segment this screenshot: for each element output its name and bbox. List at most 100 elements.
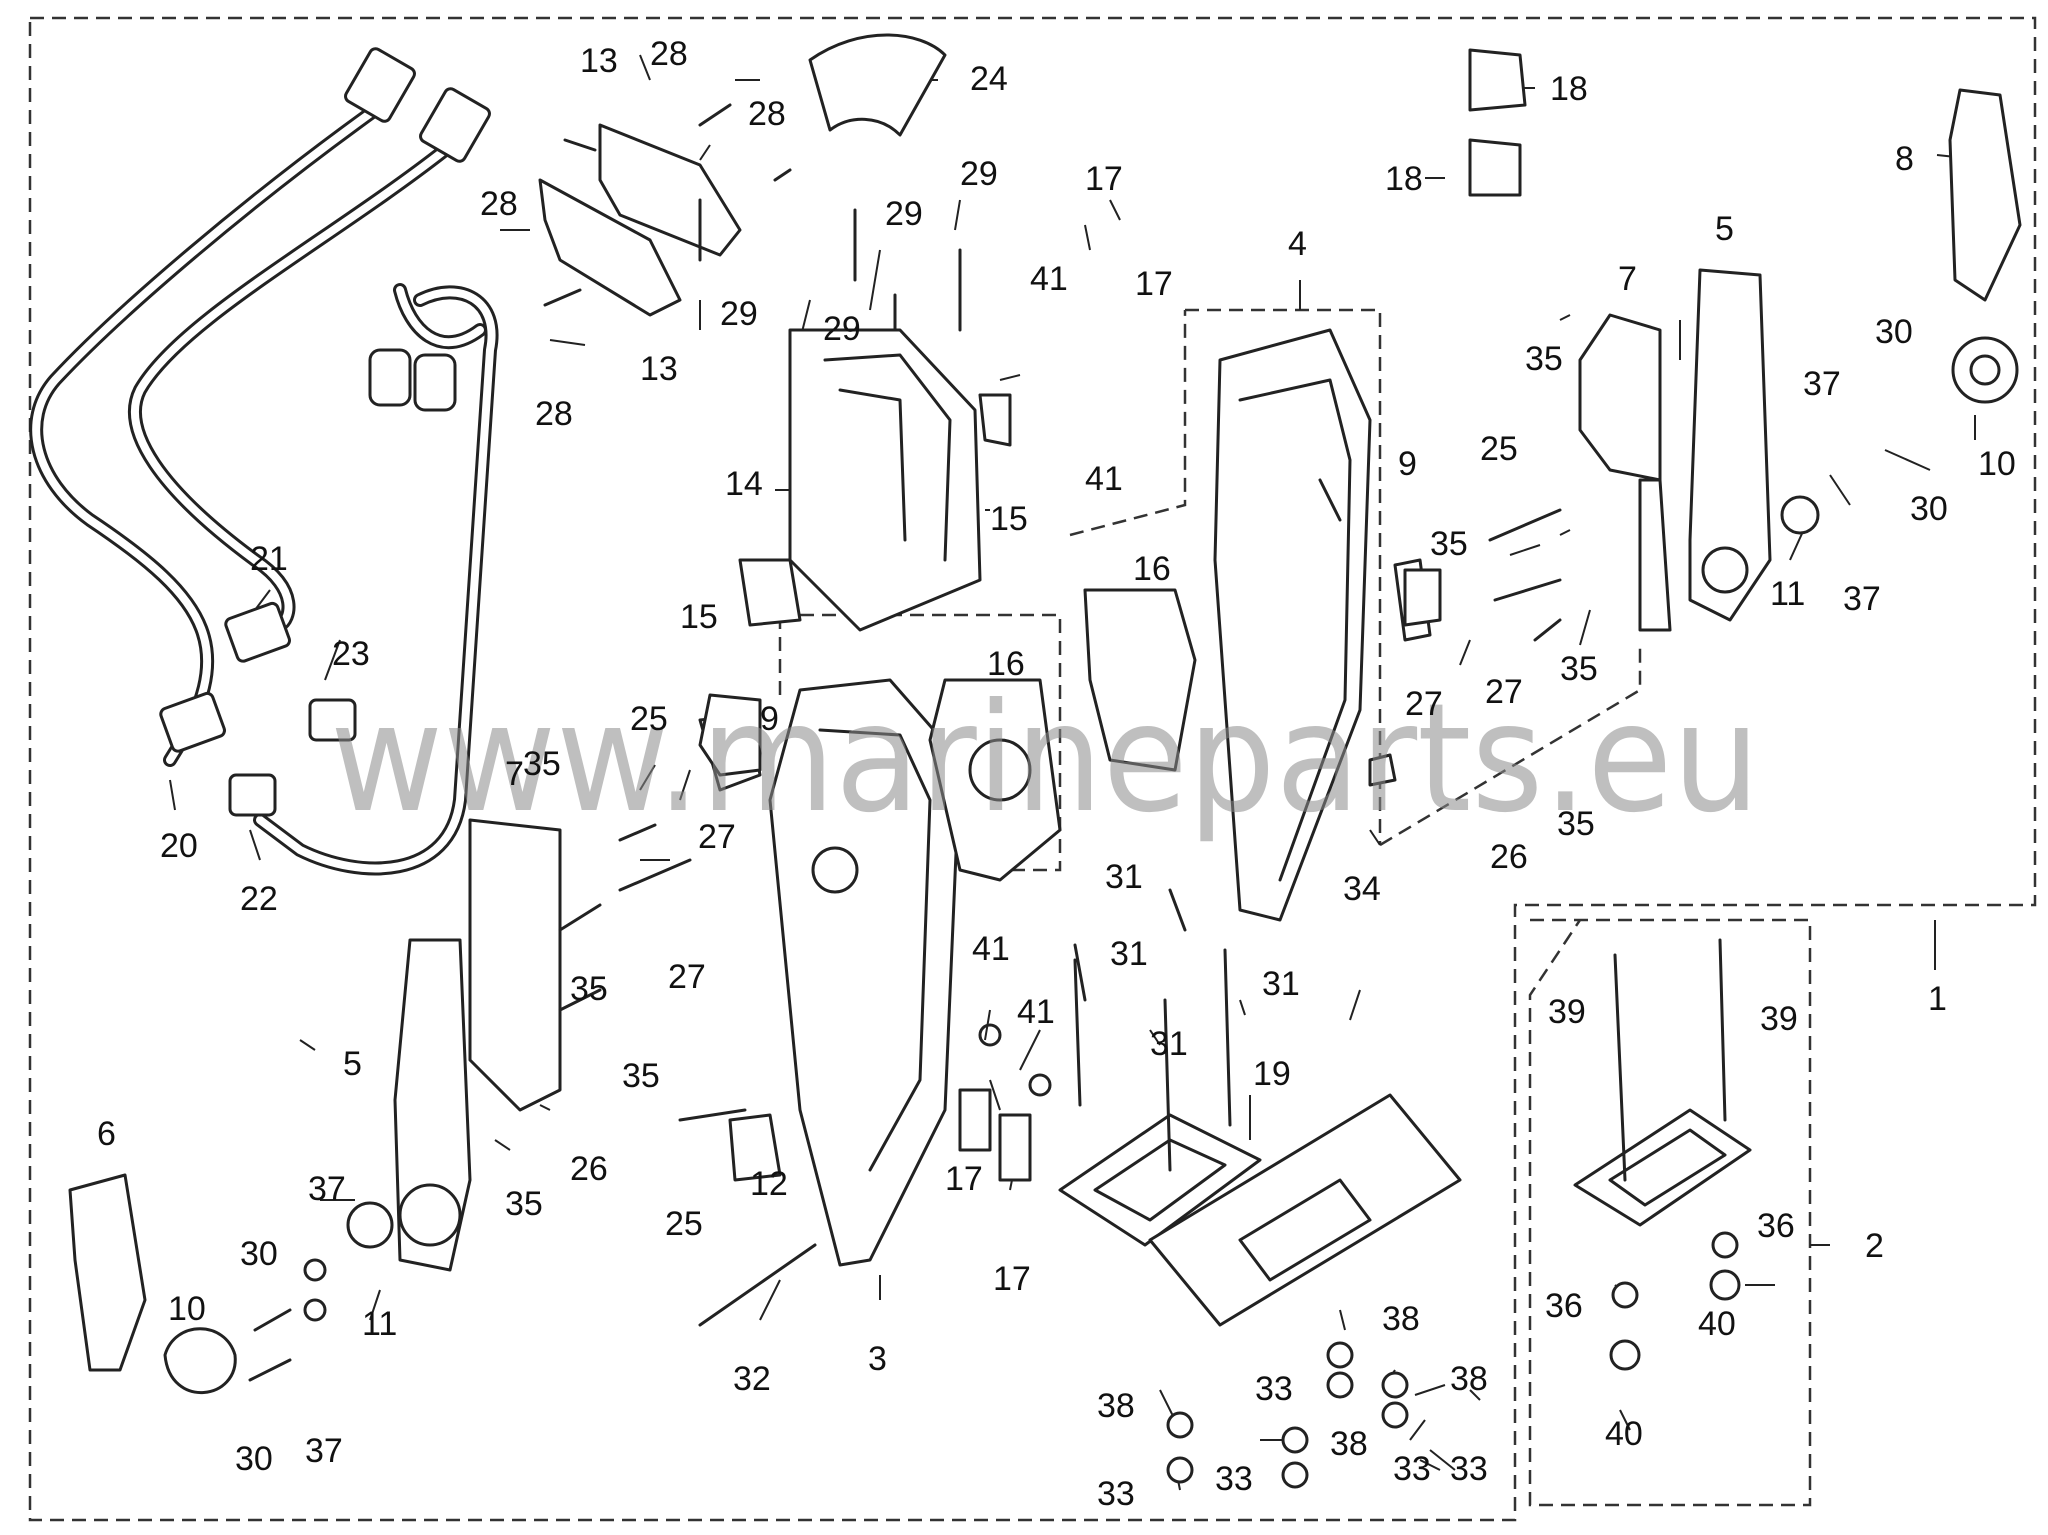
callout-31: 31 <box>1105 858 1143 896</box>
callout-32: 32 <box>733 1360 771 1398</box>
callout-13: 13 <box>640 350 678 388</box>
leader-lines <box>169 54 1976 1491</box>
callout-5: 5 <box>1715 210 1734 248</box>
callout-38: 38 <box>1330 1425 1368 1463</box>
callout-34: 34 <box>1343 870 1381 908</box>
callout-10: 10 <box>168 1290 206 1328</box>
callout-29: 29 <box>720 295 758 333</box>
callout-25: 25 <box>1480 430 1518 468</box>
callout-27: 27 <box>698 818 736 856</box>
callout-40: 40 <box>1605 1415 1643 1453</box>
callout-40: 40 <box>1698 1305 1736 1343</box>
callout-17: 17 <box>993 1260 1031 1298</box>
callout-27: 27 <box>1405 685 1443 723</box>
callout-7: 7 <box>505 755 524 793</box>
callout-15: 15 <box>680 598 718 636</box>
callout-27: 27 <box>1485 673 1523 711</box>
assembly-boundaries <box>28 16 2037 1522</box>
callout-28: 28 <box>535 395 573 433</box>
callout-30: 30 <box>240 1235 278 1273</box>
callout-2: 2 <box>1865 1227 1884 1265</box>
wiring-harness <box>29 47 499 876</box>
control-housing-lower <box>678 678 1062 1327</box>
callout-37: 37 <box>305 1432 343 1470</box>
callout-3: 3 <box>868 1340 887 1378</box>
callout-5: 5 <box>343 1045 362 1083</box>
callout-9: 9 <box>1398 445 1417 483</box>
callout-35: 35 <box>1560 650 1598 688</box>
callout-30: 30 <box>1910 490 1948 528</box>
callout-28: 28 <box>480 185 518 223</box>
callout-7: 7 <box>1618 260 1637 298</box>
callout-41: 41 <box>972 930 1010 968</box>
callout-1: 1 <box>1928 980 1947 1018</box>
callout-23: 23 <box>332 635 370 673</box>
callout-17: 17 <box>945 1160 983 1198</box>
callout-25: 25 <box>630 700 668 738</box>
callout-30: 30 <box>1875 313 1913 351</box>
callout-35: 35 <box>1557 805 1595 843</box>
callout-41: 41 <box>1030 260 1068 298</box>
callout-33: 33 <box>1097 1475 1135 1513</box>
callout-29: 29 <box>960 155 998 193</box>
callout-39: 39 <box>1760 1000 1798 1038</box>
parts-right <box>1403 48 2022 642</box>
callout-37: 37 <box>1843 580 1881 618</box>
callout-33: 33 <box>1393 1450 1431 1488</box>
callout-41: 41 <box>1085 460 1123 498</box>
callout-26: 26 <box>1490 838 1528 876</box>
callout-31: 31 <box>1262 965 1300 1003</box>
callout-10: 10 <box>1978 445 2016 483</box>
callout-35: 35 <box>505 1185 543 1223</box>
callout-36: 36 <box>1545 1287 1583 1325</box>
callout-35: 35 <box>570 970 608 1008</box>
callout-28: 28 <box>748 95 786 133</box>
callout-19: 19 <box>1253 1055 1291 1093</box>
parts-bottom-right <box>1058 938 1752 1489</box>
callout-13: 13 <box>580 42 618 80</box>
callout-31: 31 <box>1110 935 1148 973</box>
callout-33: 33 <box>1450 1450 1488 1488</box>
callout-15: 15 <box>990 500 1028 538</box>
callout-9: 9 <box>760 700 779 738</box>
callout-6: 6 <box>97 1115 116 1153</box>
callout-labels: 24 28 13 28 28 28 13 29 29 29 29 14 15 1… <box>97 35 2016 1513</box>
callout-37: 37 <box>308 1170 346 1208</box>
callout-35: 35 <box>523 745 561 783</box>
callout-8: 8 <box>1895 140 1914 178</box>
callout-21: 21 <box>250 540 288 578</box>
callout-35: 35 <box>622 1057 660 1095</box>
callout-14: 14 <box>725 465 763 503</box>
callout-35: 35 <box>1525 340 1563 378</box>
callout-33: 33 <box>1255 1370 1293 1408</box>
callout-30: 30 <box>235 1440 273 1478</box>
callout-24: 24 <box>970 60 1008 98</box>
callout-18: 18 <box>1550 70 1588 108</box>
callout-16: 16 <box>1133 550 1171 588</box>
callout-29: 29 <box>823 310 861 348</box>
callout-4: 4 <box>1288 225 1307 263</box>
callout-16: 16 <box>987 645 1025 683</box>
callout-29: 29 <box>885 195 923 233</box>
parts-top-left <box>538 33 1012 632</box>
callout-11: 11 <box>362 1305 397 1343</box>
callout-36: 36 <box>1757 1207 1795 1245</box>
callout-38: 38 <box>1382 1300 1420 1338</box>
callout-17: 17 <box>1085 160 1123 198</box>
callout-39: 39 <box>1548 993 1586 1031</box>
watermark: www.marineparts.eu <box>330 672 1760 846</box>
callout-26: 26 <box>570 1150 608 1188</box>
callout-20: 20 <box>160 827 198 865</box>
callout-25: 25 <box>665 1205 703 1243</box>
parts-left <box>68 693 762 1394</box>
callout-11: 11 <box>1770 575 1805 613</box>
callout-31: 31 <box>1150 1025 1188 1063</box>
callout-38: 38 <box>1097 1387 1135 1425</box>
callout-27: 27 <box>668 958 706 996</box>
callout-35: 35 <box>1430 525 1468 563</box>
callout-17: 17 <box>1135 265 1173 303</box>
callout-18: 18 <box>1385 160 1423 198</box>
callout-38: 38 <box>1450 1360 1488 1398</box>
callout-41: 41 <box>1017 993 1055 1031</box>
